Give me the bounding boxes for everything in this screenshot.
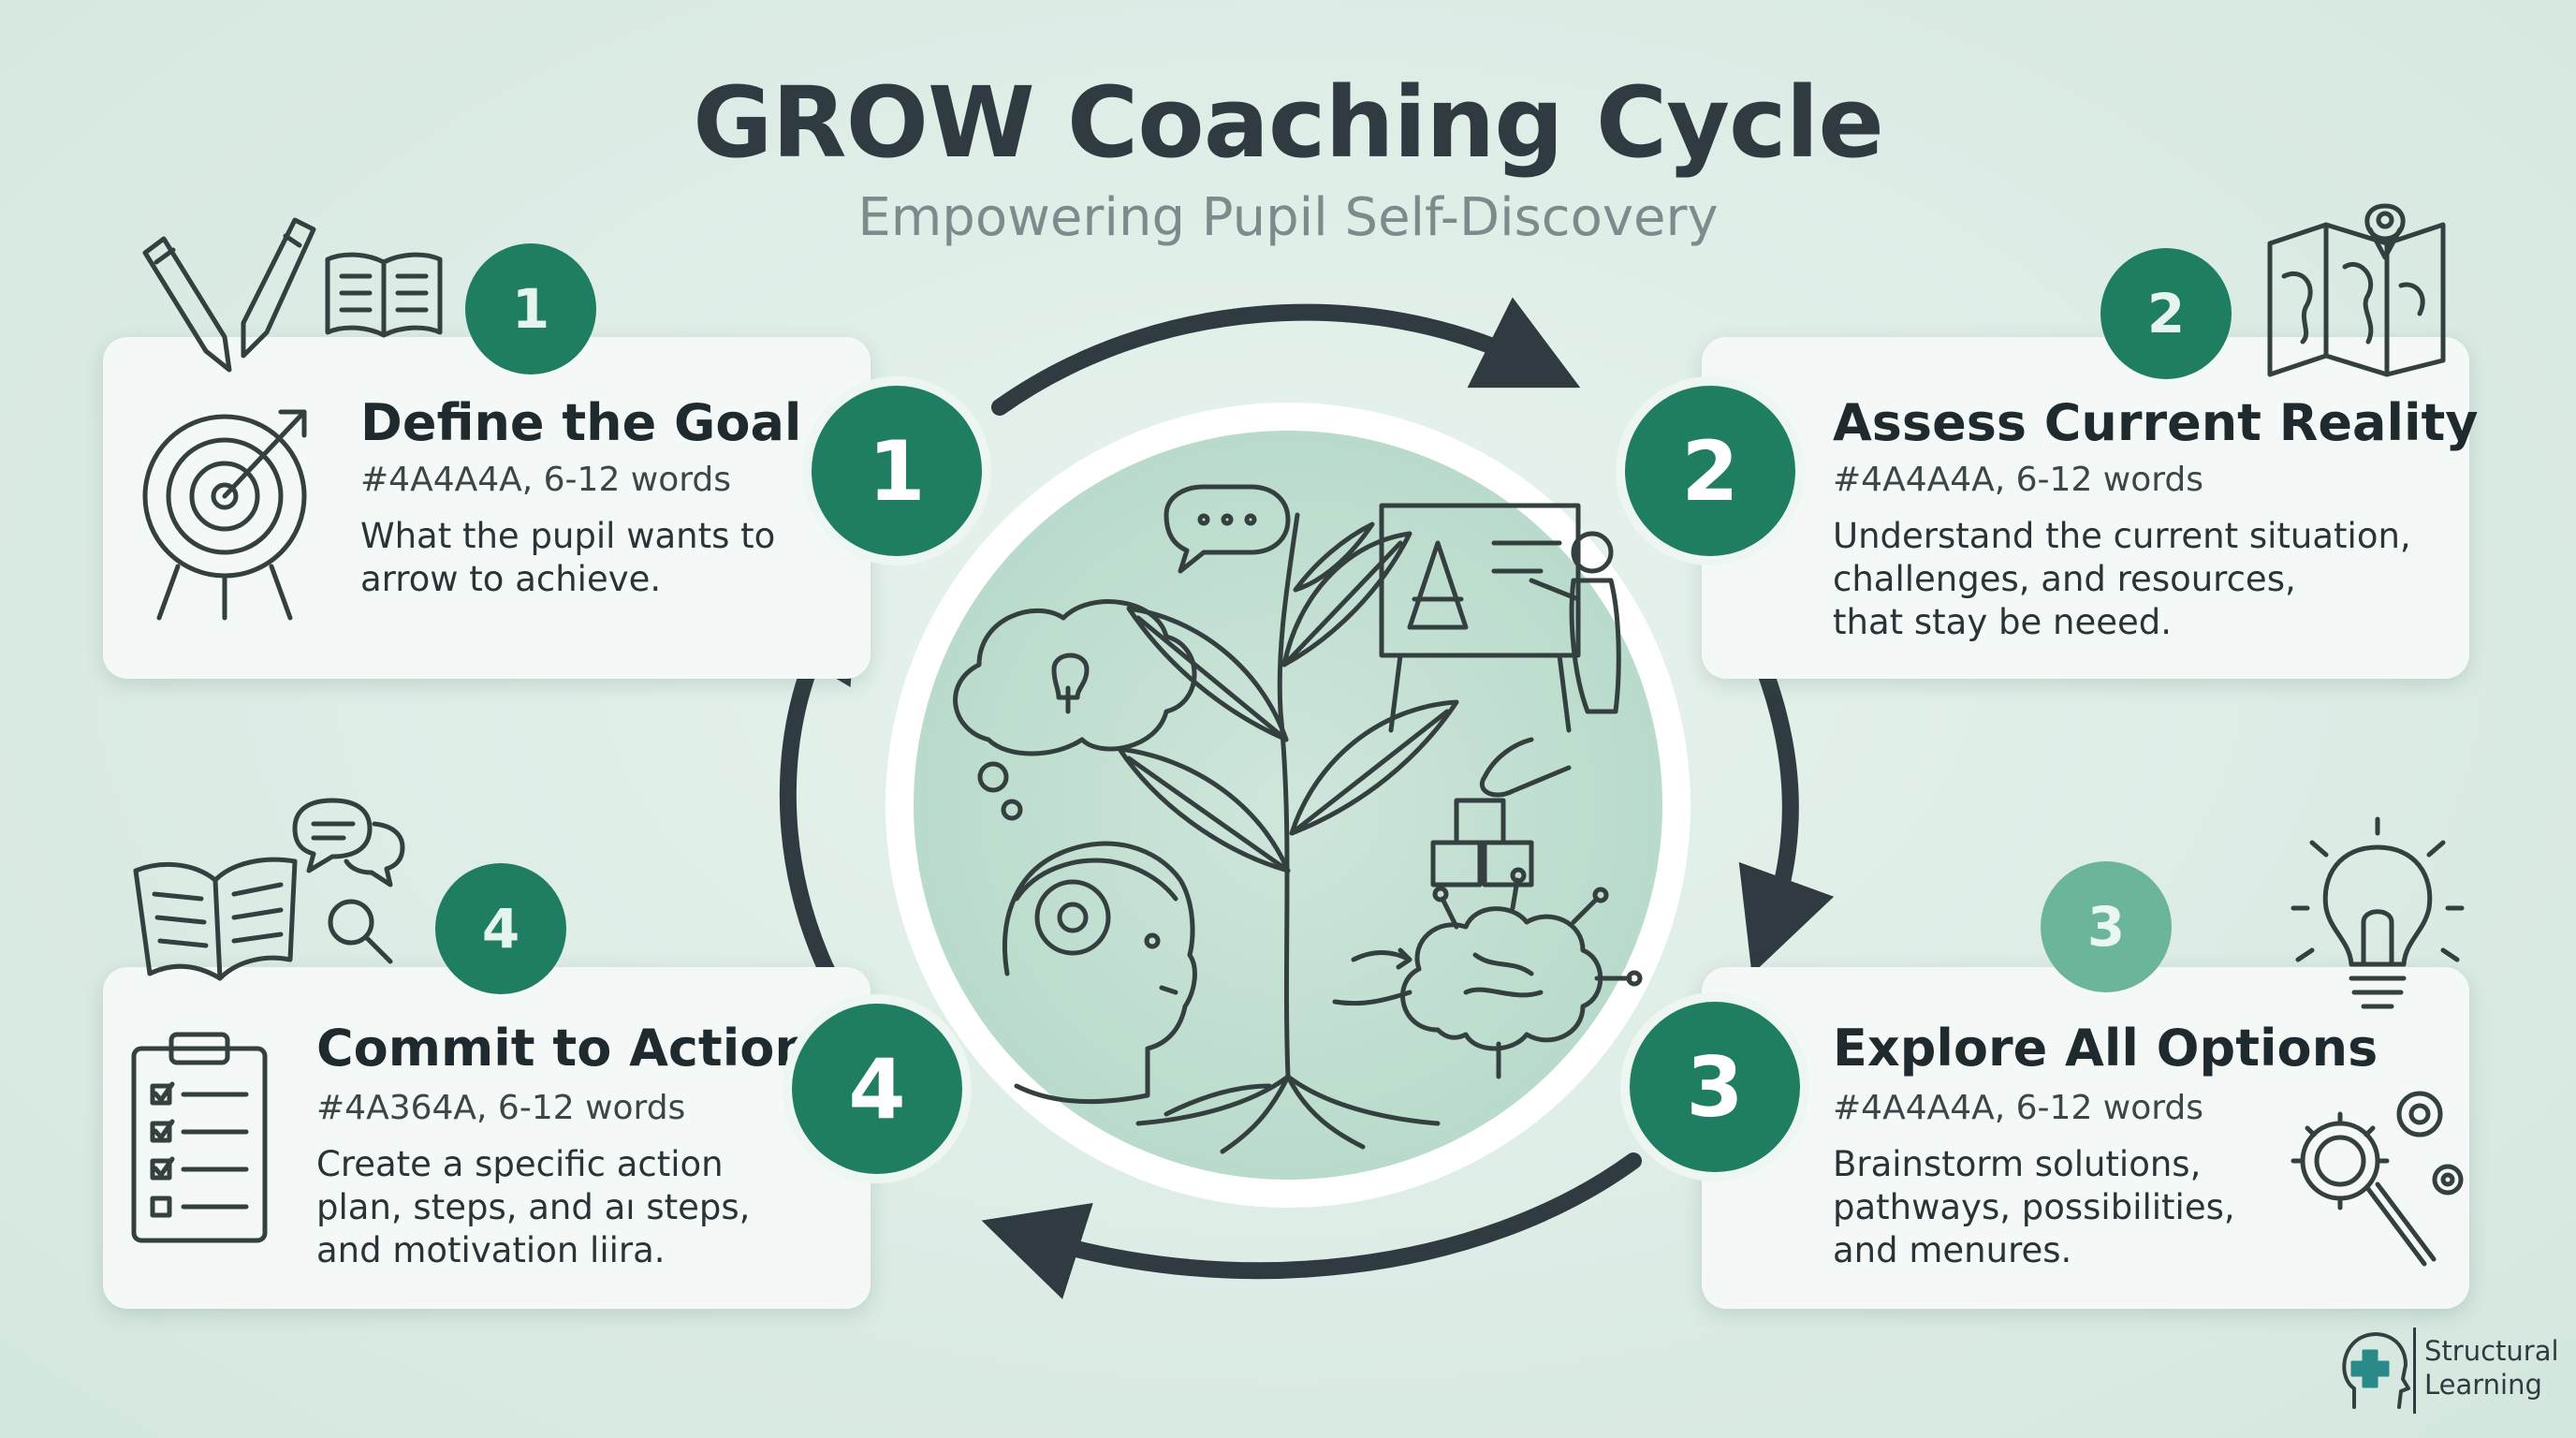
step-description: What the pupil wants to arrow to achieve… — [360, 516, 776, 599]
brain-head-logo-icon — [2342, 1332, 2410, 1409]
step-heading: Explore All Options — [1833, 1019, 2378, 1078]
step-badge-small-4: 4 — [435, 863, 566, 994]
step-card-action: Commit to Action #4A364A, 6-12 words Cre… — [103, 967, 871, 1309]
page-title: GROW Coaching Cycle — [693, 66, 1884, 180]
gears-magnifier-icon — [2291, 1091, 2464, 1267]
magnifier-icon — [328, 899, 393, 964]
pencil-icon — [142, 217, 316, 373]
step-meta: #4A4A4A, 6-12 words — [1833, 1089, 2204, 1127]
step-badge-1: 1 — [812, 386, 982, 556]
map-pin-icon — [2267, 203, 2446, 377]
step-heading: Define the Goal — [360, 393, 802, 452]
step-description: Create a specific action plan, steps, an… — [316, 1144, 751, 1270]
clipboard-checklist-icon — [131, 1032, 268, 1243]
step-heading: Assess Current Reality — [1833, 393, 2479, 452]
step-meta: #4A4A4A, 6-12 words — [360, 461, 732, 499]
book-icon — [325, 252, 443, 338]
step-heading: Commit to Action — [316, 1019, 811, 1078]
step-description: Understand the current situation, challe… — [1833, 516, 2411, 642]
step-badge-2: 2 — [1625, 386, 1795, 556]
chat-bubbles-icon — [292, 798, 405, 888]
brand-name: Structural Learning — [2424, 1335, 2559, 1401]
step-meta: #4A4A4A, 6-12 words — [1833, 461, 2204, 499]
step-badge-small-3: 3 — [2041, 861, 2172, 992]
step-badge-3: 3 — [1630, 1002, 1800, 1172]
step-badge-small-2: 2 — [2100, 248, 2232, 379]
step-meta: #4A364A, 6-12 words — [316, 1089, 686, 1127]
step-badge-small-1: 1 — [465, 243, 596, 374]
growing-plant-icon — [953, 484, 1643, 1154]
step-description: Brainstorm solutions, pathways, possibil… — [1833, 1144, 2235, 1270]
open-book-icon — [133, 857, 298, 981]
lightbulb-icon — [2291, 816, 2465, 1009]
target-arrow-icon — [142, 409, 307, 621]
brand-divider — [2413, 1328, 2416, 1414]
step-badge-4: 4 — [792, 1004, 962, 1174]
step-card-reality: Assess Current Reality #4A4A4A, 6-12 wor… — [1702, 337, 2478, 679]
page-subtitle: Empowering Pupil Self-Discovery — [857, 187, 1719, 248]
